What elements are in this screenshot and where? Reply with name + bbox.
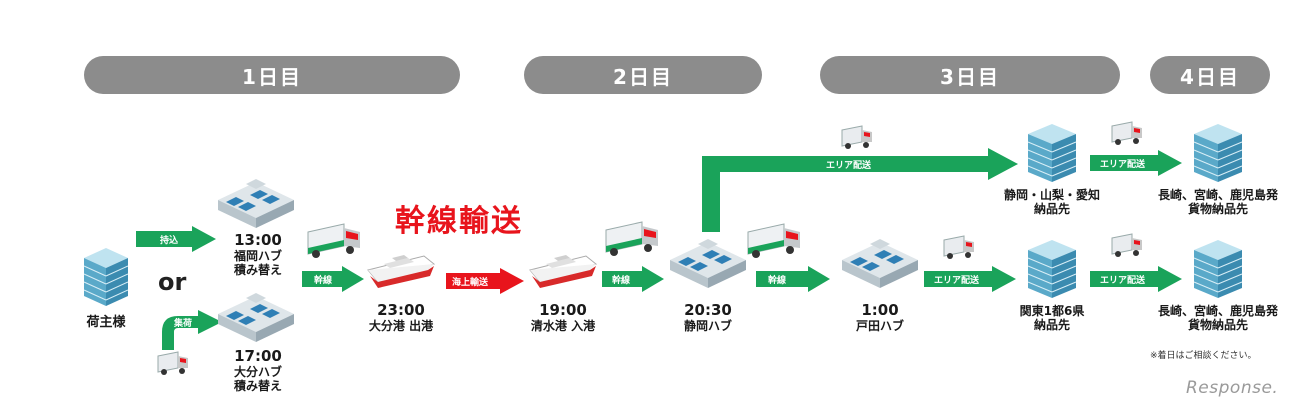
oita-port-line1: 大分港 出港 [368,319,434,333]
day-3-label: 3日目 [940,64,1000,89]
trunk-arrow-2 [602,266,664,292]
destination-1-line1: 静岡・山梨・愛知 [1003,188,1100,202]
area-delivery-arrow-upper-2 [1090,150,1182,176]
day-4-pill: 4日目 [1150,56,1270,94]
trunk-label-1: 幹線 [314,276,333,286]
fukuoka-hub-icon [216,176,296,230]
trunk-arrow-1 [302,266,364,292]
sea-transport-label: 海上輸送 [452,278,489,288]
bring-in-arrow [136,226,216,252]
shimizu-line1: 清水港 入港 [530,319,596,333]
or-text: or [158,268,187,296]
pickup-arrow [144,310,222,350]
destination-3-label: 関東1都6県納品先 [1000,304,1104,332]
destination-4-label: 長崎、宮崎、鹿児島発貨物納品先 [1150,304,1286,332]
area-label-lower-1: エリア配送 [934,276,980,286]
pickup-truck-icon [156,350,192,376]
trunk-truck-2-icon [604,220,662,258]
small-truck-lower-2-icon [1110,232,1146,258]
destination-2-building-icon [1190,122,1246,184]
toda-line1: 戸田ハブ [855,319,904,333]
trunk-truck-1-icon [306,222,364,260]
ferry-1-icon [364,248,436,296]
area-delivery-arrow-lower-1 [924,266,1016,292]
small-truck-lower-1-icon [942,234,978,260]
fukuoka-time-value: 13:00 [234,231,282,249]
shizuoka-hub-icon [668,236,748,290]
trunk-transport-title: 幹線輸送 [395,204,523,239]
day-2-pill: 2日目 [524,56,762,94]
destination-4-line2: 貨物納品先 [1187,318,1248,332]
day-3-pill: 3日目 [820,56,1120,94]
fukuoka-line2: 積み替え [233,263,282,277]
oita-hub-line2: 積み替え [233,379,282,393]
destination-4-building-icon [1190,238,1246,300]
destination-3-line1: 関東1都6県 [1019,304,1085,318]
area-label-lower-2: エリア配送 [1100,276,1146,286]
oita-hub-icon [216,290,296,344]
day-4-label: 4日目 [1180,64,1240,89]
shipper-label: 荷主様 [86,315,126,330]
trunk-arrow-3 [756,266,830,292]
pickup-label: 集荷 [174,319,193,329]
oita-port-time-value: 23:00 [377,301,425,319]
destination-1-building-icon [1024,122,1080,184]
trunk-truck-3-icon [746,222,804,260]
bring-in-label: 持込 [160,236,179,246]
oita-hub-time-value: 17:00 [234,347,282,365]
oita-hub-line1: 大分ハブ [233,365,282,379]
fukuoka-line1: 福岡ハブ [233,249,282,263]
destination-2-label: 長崎、宮崎、鹿児島発貨物納品先 [1150,188,1286,216]
day-1-label: 1日目 [242,64,302,89]
area-delivery-arrow-lower-2 [1090,266,1182,292]
destination-3-building-icon [1024,238,1080,300]
watermark-logo: Response. [1186,378,1279,398]
area-delivery-arrow-upper [702,148,1018,232]
ferry-2-icon [526,248,598,296]
destination-4-line1: 長崎、宮崎、鹿児島発 [1157,304,1278,318]
shizuoka-line1: 静岡ハブ [683,319,732,333]
shipper-building-icon [80,246,132,308]
shizuoka-time-value: 20:30 [684,301,732,319]
destination-2-line1: 長崎、宮崎、鹿児島発 [1157,188,1278,202]
destination-3-line2: 納品先 [1033,318,1070,332]
destination-1-line2: 納品先 [1033,202,1070,216]
small-truck-upper-2-icon [1110,120,1146,146]
day-1-pill: 1日目 [84,56,460,94]
area-label-upper-2: エリア配送 [1100,160,1146,170]
destination-2-line2: 貨物納品先 [1187,202,1248,216]
area-label-upper: エリア配送 [826,161,872,171]
day-2-label: 2日目 [613,64,673,89]
trunk-label-2: 幹線 [612,276,631,286]
destination-1-label: 静岡・山梨・愛知納品先 [1000,188,1104,216]
small-truck-upper-icon [840,124,876,150]
arrival-note: ※着日はご相談ください。 [1150,351,1257,361]
toda-time-value: 1:00 [861,301,899,319]
shimizu-time-value: 19:00 [539,301,587,319]
sea-transport-arrow [446,268,524,294]
trunk-label-3: 幹線 [768,276,787,286]
toda-hub-icon [840,236,920,290]
